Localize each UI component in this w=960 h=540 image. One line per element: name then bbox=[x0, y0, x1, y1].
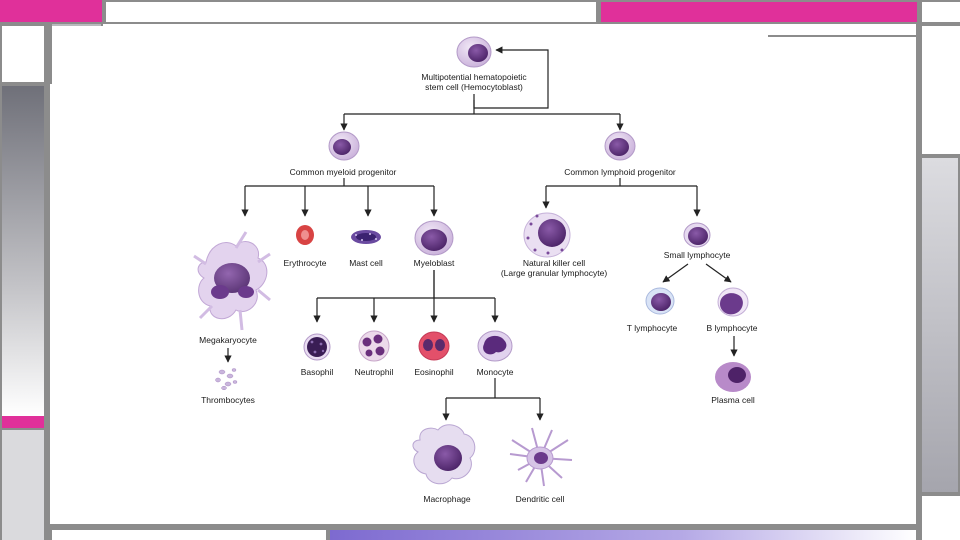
label-myeloblast: Myeloblast bbox=[413, 258, 455, 268]
connector-stem-split bbox=[344, 100, 620, 115]
right-panel bbox=[922, 158, 958, 492]
label-eosinophil: Eosinophil bbox=[414, 367, 454, 377]
neutrophil-illustration bbox=[358, 330, 390, 362]
label-monocyte: Monocyte bbox=[476, 367, 514, 377]
t-lymphocyte-illustration bbox=[645, 287, 675, 315]
monocyte-illustration bbox=[477, 330, 513, 362]
macrophage-illustration bbox=[412, 424, 476, 485]
label-natural-killer: Natural killer cell (Large granular lymp… bbox=[500, 258, 608, 278]
megakaryocyte-illustration bbox=[193, 231, 271, 331]
content-rule bbox=[768, 35, 916, 37]
plasma-cell-illustration bbox=[715, 362, 751, 392]
left-accent bbox=[2, 416, 44, 428]
left-lower-panel bbox=[2, 430, 44, 540]
label-b-lymphocyte: B lymphocyte bbox=[706, 323, 758, 333]
bottom-gradient bbox=[330, 530, 916, 540]
top-accent-right bbox=[601, 2, 917, 22]
stem-cell-illustration bbox=[456, 36, 492, 68]
arrow-to-b-lymphocyte bbox=[705, 263, 732, 283]
erythrocyte-illustration bbox=[296, 225, 314, 245]
myeloblast-illustration bbox=[414, 220, 454, 256]
connector-myeloid-split bbox=[245, 178, 434, 187]
left-sidebar-panel bbox=[2, 86, 44, 416]
right-box-white bbox=[922, 26, 960, 154]
label-erythrocyte: Erythrocyte bbox=[283, 258, 327, 268]
label-myeloid-progenitor: Common myeloid progenitor bbox=[289, 167, 397, 177]
label-megakaryocyte: Megakaryocyte bbox=[199, 335, 257, 345]
label-t-lymphocyte: T lymphocyte bbox=[626, 323, 678, 333]
label-macrophage: Macrophage bbox=[423, 494, 471, 504]
dendritic-cell-illustration bbox=[509, 427, 573, 487]
right-box-bottom bbox=[922, 496, 960, 540]
lymphoid-progenitor-illustration bbox=[604, 131, 636, 161]
left-box-white bbox=[2, 26, 44, 82]
content-area bbox=[52, 26, 916, 524]
label-dendritic-cell: Dendritic cell bbox=[515, 494, 565, 504]
top-white-strip bbox=[106, 2, 596, 22]
label-plasma-cell: Plasma cell bbox=[711, 395, 755, 405]
b-lymphocyte-illustration bbox=[717, 287, 749, 317]
basophil-illustration bbox=[303, 333, 331, 361]
label-stem-cell: Multipotential hematopoietic stem cell (… bbox=[421, 72, 527, 92]
label-mast-cell: Mast cell bbox=[349, 258, 383, 268]
label-basophil: Basophil bbox=[300, 367, 334, 377]
mast-cell-illustration bbox=[351, 230, 381, 244]
top-white-right bbox=[922, 2, 960, 22]
small-lymphocyte-illustration bbox=[683, 222, 711, 248]
label-small-lymphocyte: Small lymphocyte bbox=[663, 250, 731, 260]
eosinophil-illustration bbox=[418, 331, 450, 361]
connector-monocyte-split bbox=[446, 378, 540, 399]
label-thrombocytes: Thrombocytes bbox=[201, 395, 255, 405]
connector-lymphoid-split bbox=[546, 178, 697, 187]
thrombocytes-illustration bbox=[215, 368, 238, 391]
natural-killer-illustration bbox=[523, 212, 571, 258]
bottom-white-strip bbox=[52, 530, 326, 540]
label-neutrophil: Neutrophil bbox=[354, 367, 394, 377]
arrow-to-t-lymphocyte bbox=[662, 263, 689, 283]
top-accent-left bbox=[0, 0, 102, 22]
connector-lines bbox=[224, 46, 738, 421]
connector-myeloblast-split bbox=[317, 270, 495, 299]
label-lymphoid-progenitor: Common lymphoid progenitor bbox=[564, 167, 676, 177]
myeloid-progenitor-illustration bbox=[328, 131, 360, 161]
